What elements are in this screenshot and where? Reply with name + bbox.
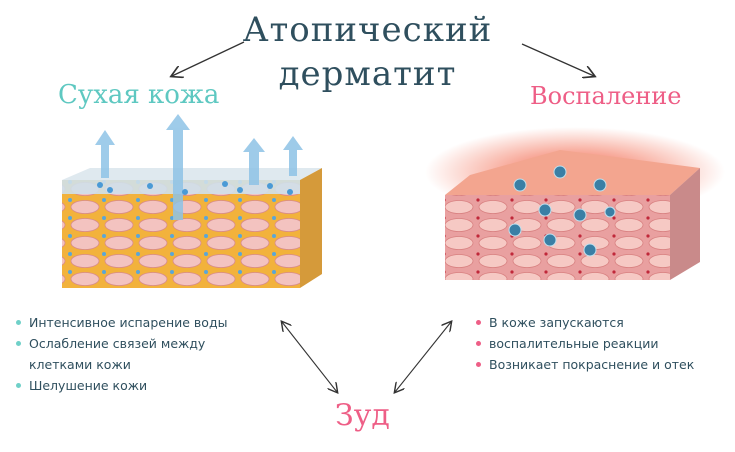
arrow-dry-itch (282, 322, 337, 392)
arrow-to-dry-skin (172, 41, 245, 76)
list-item: воспалительные реакции (476, 333, 735, 354)
list-item: В коже запускаются (476, 312, 735, 333)
list-item: Интенсивное испарение воды (16, 312, 266, 333)
inflammation-list: В коже запускаются воспалительные реакци… (476, 312, 735, 375)
list-item: Ослабление связей между клетками кожи (16, 333, 266, 375)
dry-skin-label: Сухая кожа (58, 80, 220, 110)
inflammation-label: Воспаление (530, 82, 682, 110)
title-line-1: Атопический (242, 10, 493, 50)
arrow-inflammation-itch (395, 322, 451, 392)
arrow-to-inflammation (521, 43, 594, 76)
list-item: Возникает покраснение и отек (476, 354, 735, 375)
dry-skin-illustration (62, 114, 322, 288)
page-title: Атопический дерматит (0, 8, 735, 96)
itch-label: Зуд (335, 398, 390, 433)
inflammation-illustration (425, 127, 725, 280)
list-item: Шелушение кожи (16, 375, 266, 396)
title-line-2: дерматит (278, 54, 457, 94)
dry-skin-list: Интенсивное испарение воды Ослабление св… (16, 312, 266, 396)
